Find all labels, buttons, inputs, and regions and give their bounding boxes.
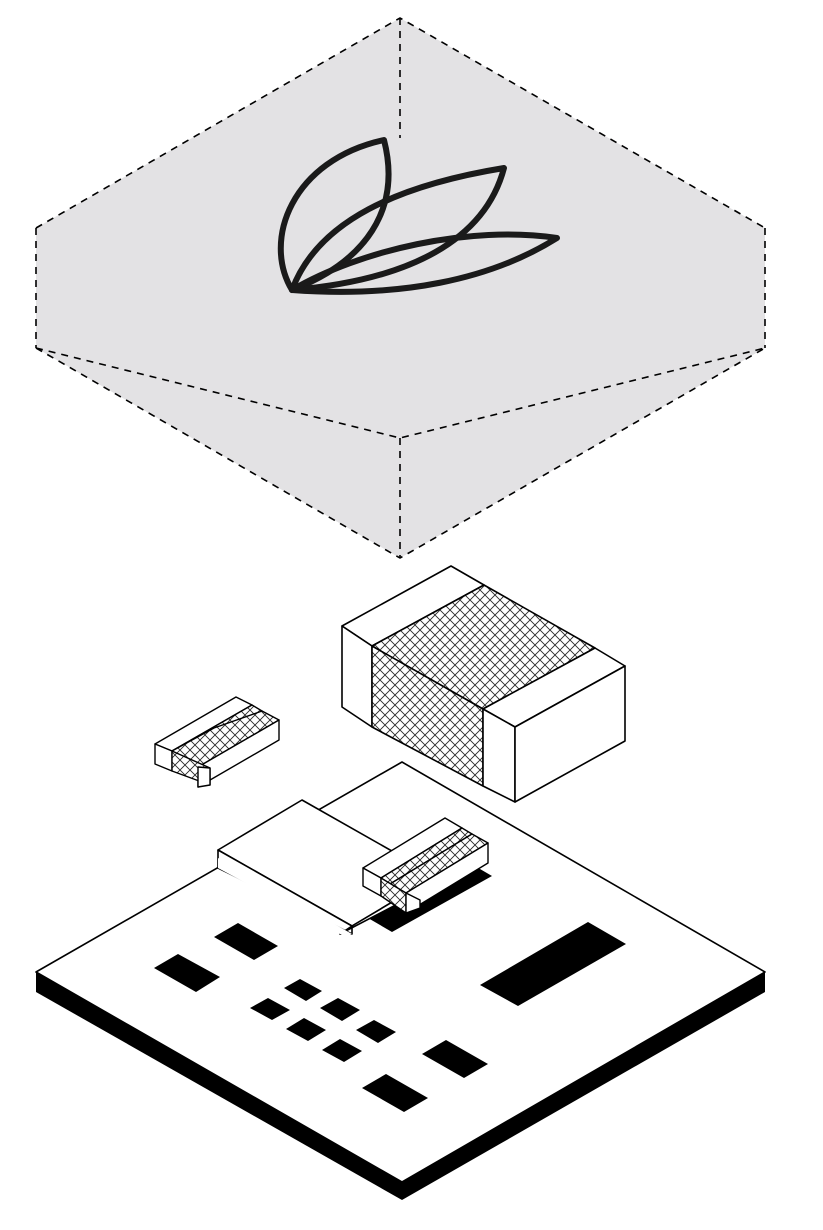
- housing-dashed-edges: [35, 17, 766, 559]
- pad-array: [154, 923, 488, 1112]
- pad: [356, 1020, 396, 1043]
- capacitor-on-board: [362, 817, 489, 914]
- pad: [250, 998, 290, 1020]
- pad: [422, 1040, 488, 1078]
- circuit-board: [35, 761, 766, 1200]
- pad: [284, 979, 322, 1001]
- circuit-board-top: [35, 761, 766, 1183]
- pad: [286, 1018, 326, 1041]
- pad-large: [480, 922, 626, 1006]
- pad: [362, 1074, 428, 1112]
- capacitor-large-right-face: [514, 665, 626, 803]
- capacitor-large: [341, 565, 626, 803]
- pad: [214, 923, 278, 960]
- leaf-logo-icon: [277, 137, 560, 295]
- pad: [154, 954, 220, 992]
- capacitor-small: [154, 696, 280, 788]
- housing: [35, 17, 766, 559]
- pad: [322, 1039, 362, 1062]
- pad: [320, 998, 360, 1021]
